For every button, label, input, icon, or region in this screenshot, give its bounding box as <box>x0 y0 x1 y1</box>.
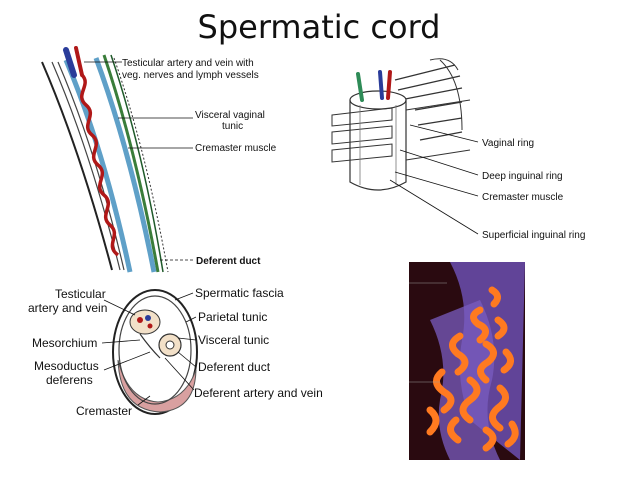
label-deferent-duct-cross: Deferent duct <box>198 360 271 374</box>
leader-line <box>394 171 479 197</box>
visceral-tunic-band <box>63 59 133 273</box>
corrosion-cast-photo <box>409 262 525 460</box>
slide-title: Spermatic cord <box>197 8 441 46</box>
leader-line <box>103 351 151 371</box>
label-vaginal-ring: Vaginal ring <box>482 138 534 149</box>
leader-line <box>177 337 197 341</box>
wall-line <box>414 101 463 111</box>
parietal-tunic-outline <box>118 295 192 405</box>
label-cremaster-muscle-inguinal: Cremaster muscle <box>482 192 564 203</box>
label-testicular-line2: artery and vein <box>28 301 107 315</box>
label-testicular-artery-line1: Testicular artery and vein with <box>122 58 254 69</box>
inguinal-ring-diagram: Vaginal ring Deep inguinal ring Cremaste… <box>331 58 585 241</box>
deferent-duct-wall <box>110 54 164 273</box>
mesorchium-fold <box>139 333 161 359</box>
label-testicular-artery-line2: veg. nerves and lymph vessels <box>122 70 259 81</box>
label-deferent-artery-vein: Deferent artery and vein <box>194 386 323 400</box>
cross-section-diagram: Testicular artery and vein Mesorchium Me… <box>28 286 323 418</box>
label-mesoductus-line2: deferens <box>46 373 93 387</box>
wall-line <box>397 75 461 91</box>
deferent-duct-top <box>356 72 364 102</box>
artery-dot <box>147 323 153 329</box>
label-spermatic-fascia: Spermatic fascia <box>195 286 284 300</box>
leader-line <box>409 124 479 143</box>
leader-line <box>185 316 197 323</box>
deferent-duct-lumen <box>165 340 175 350</box>
testicular-vein <box>63 47 77 78</box>
label-testicular-line1: Testicular <box>55 287 106 301</box>
label-deferent-duct: Deferent duct <box>196 256 261 267</box>
muscle-slab <box>331 125 393 145</box>
cremaster-muscle-fibers <box>113 57 169 273</box>
coiled-artery-cast <box>426 286 519 452</box>
label-visceral-vaginal-line2: tunic <box>222 121 243 132</box>
longitudinal-cord-diagram: Testicular artery and vein with veg. ner… <box>41 46 277 273</box>
testicular-artery-coiled <box>79 73 120 257</box>
artery-dot <box>137 317 143 323</box>
leader-line <box>164 357 195 391</box>
leader-line <box>174 292 194 301</box>
cord-cylinder <box>349 100 407 191</box>
wall-line <box>417 117 463 126</box>
muscle-slab <box>331 143 393 163</box>
leader-line <box>399 149 479 176</box>
leader-line <box>177 351 197 368</box>
artery-top <box>386 70 392 100</box>
testicular-artery-stub <box>74 46 84 77</box>
label-cremaster: Cremaster <box>76 404 132 418</box>
muscle-slab <box>331 107 393 127</box>
wall-curve <box>439 59 463 131</box>
label-mesoductus-line1: Mesoductus <box>34 359 99 373</box>
label-deep-inguinal-ring: Deep inguinal ring <box>482 171 563 182</box>
wall-line <box>405 99 471 111</box>
label-mesorchium: Mesorchium <box>32 336 97 350</box>
cremaster-layer-outer <box>41 61 113 271</box>
visceral-tunic-band <box>93 57 157 273</box>
leader-line <box>137 395 151 406</box>
label-visceral-tunic: Visceral tunic <box>198 333 269 347</box>
testicular-vessels-cluster <box>129 309 161 335</box>
vaginal-ring-ellipse <box>349 90 407 110</box>
wall-line <box>405 149 471 161</box>
wall-line <box>399 87 463 101</box>
label-cremaster-muscle: Cremaster muscle <box>195 143 277 154</box>
leader-line <box>103 299 136 316</box>
wall-curve <box>429 58 459 71</box>
leader-line <box>101 339 141 344</box>
label-parietal-tunic: Parietal tunic <box>198 310 267 324</box>
deferent-duct-vessel <box>102 54 160 273</box>
wall-line <box>394 64 456 81</box>
label-visceral-vaginal-line1: Visceral vaginal <box>195 110 265 121</box>
vein-top <box>378 70 384 100</box>
wall-line <box>419 131 463 141</box>
vein-dot <box>145 315 151 321</box>
label-superficial-inguinal-ring: Superficial inguinal ring <box>482 230 585 241</box>
leader-line <box>389 179 479 235</box>
cremaster-crescent <box>117 359 197 413</box>
